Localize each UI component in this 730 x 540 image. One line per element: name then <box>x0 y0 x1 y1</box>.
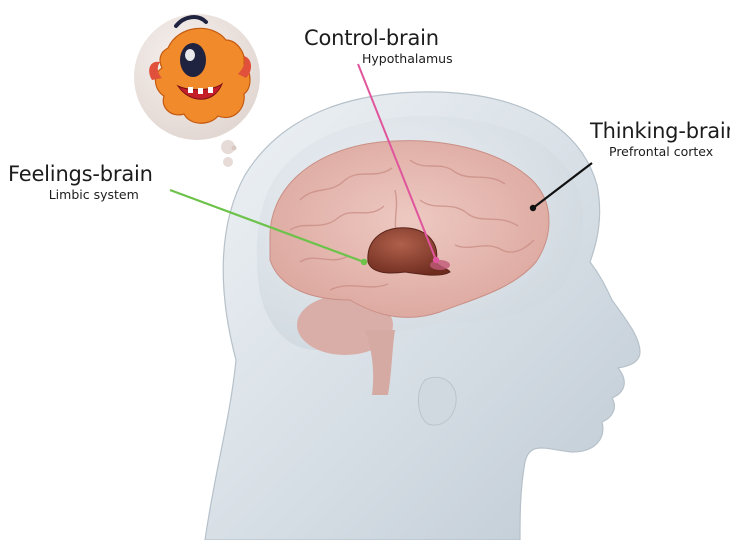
feelings-brain-title: Feelings-brain <box>8 164 153 185</box>
control-brain-title: Control-brain <box>304 28 453 49</box>
prefrontal-cortex-subtitle: Prefrontal cortex <box>590 146 730 159</box>
thinking-brain-label: Thinking-brain Prefrontal cortex <box>590 121 730 159</box>
limbic-system-subtitle: Limbic system <box>8 189 153 202</box>
feelings-brain-label: Feelings-brain Limbic system <box>8 164 153 202</box>
monster-thought-bubble-icon <box>134 14 260 167</box>
hypothalamus-subtitle: Hypothalamus <box>304 53 453 66</box>
control-brain-label: Control-brain Hypothalamus <box>304 28 453 66</box>
thinking-brain-title: Thinking-brain <box>590 121 730 142</box>
